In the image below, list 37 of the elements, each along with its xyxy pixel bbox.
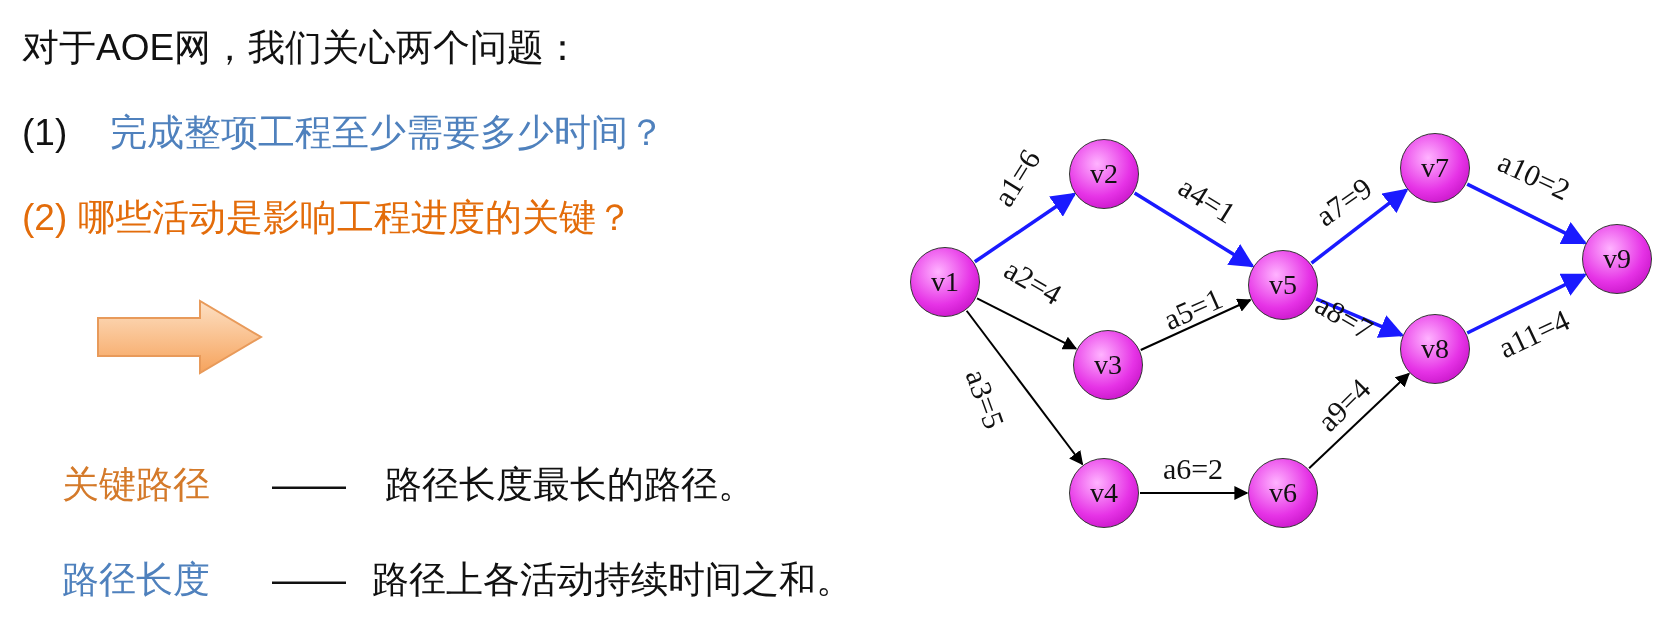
vertex-circle: v8: [1400, 314, 1470, 384]
definition-text: 路径长度最长的路径。: [385, 463, 755, 507]
edge-label: a6=2: [1162, 453, 1224, 485]
edge-label: a7=9: [1310, 171, 1378, 233]
edge-label: a11=4: [1493, 303, 1575, 365]
arrow: [1466, 182, 1587, 245]
arrow: [1133, 191, 1255, 268]
vertex-circle: v7: [1400, 133, 1470, 203]
title: 对于AOE网，我们关心两个问题：: [22, 26, 582, 70]
arrow: [1139, 486, 1249, 500]
dash-text: ——: [272, 463, 346, 507]
edge-label: a4=1: [1173, 170, 1241, 230]
edge-label: a3=5: [959, 365, 1011, 433]
definition-text: 路径上各活动持续时间之和。: [372, 558, 853, 602]
arrow: [1466, 273, 1587, 335]
vertex-circle: v1: [910, 247, 980, 317]
arrow: [976, 297, 1078, 350]
arrow: [1310, 188, 1409, 265]
term-text: 关键路径: [62, 463, 210, 507]
arrow: [1139, 298, 1252, 352]
dash-text: ——: [272, 558, 346, 602]
question-text: 完成整项工程至少需要多少时间？: [110, 111, 665, 155]
vertex-circle: v4: [1069, 458, 1139, 528]
vertex-circle: v9: [1582, 224, 1652, 294]
vertex-circle: v2: [1069, 139, 1139, 209]
arrow: [973, 192, 1077, 264]
arrow: [1308, 372, 1410, 470]
vertex-circle: v3: [1073, 330, 1143, 400]
list-number: (1): [22, 111, 68, 155]
term-text: 路径长度: [62, 558, 210, 602]
edge-label: a10=2: [1493, 145, 1575, 207]
edge-label: a2=4: [998, 253, 1068, 311]
vertex-circle: v6: [1248, 458, 1318, 528]
arrow: [1315, 297, 1405, 338]
question-text: (2) 哪些活动是影响工程进度的关键？: [22, 196, 633, 240]
arrow: [965, 309, 1084, 466]
edge-label: a5=1: [1159, 282, 1227, 336]
